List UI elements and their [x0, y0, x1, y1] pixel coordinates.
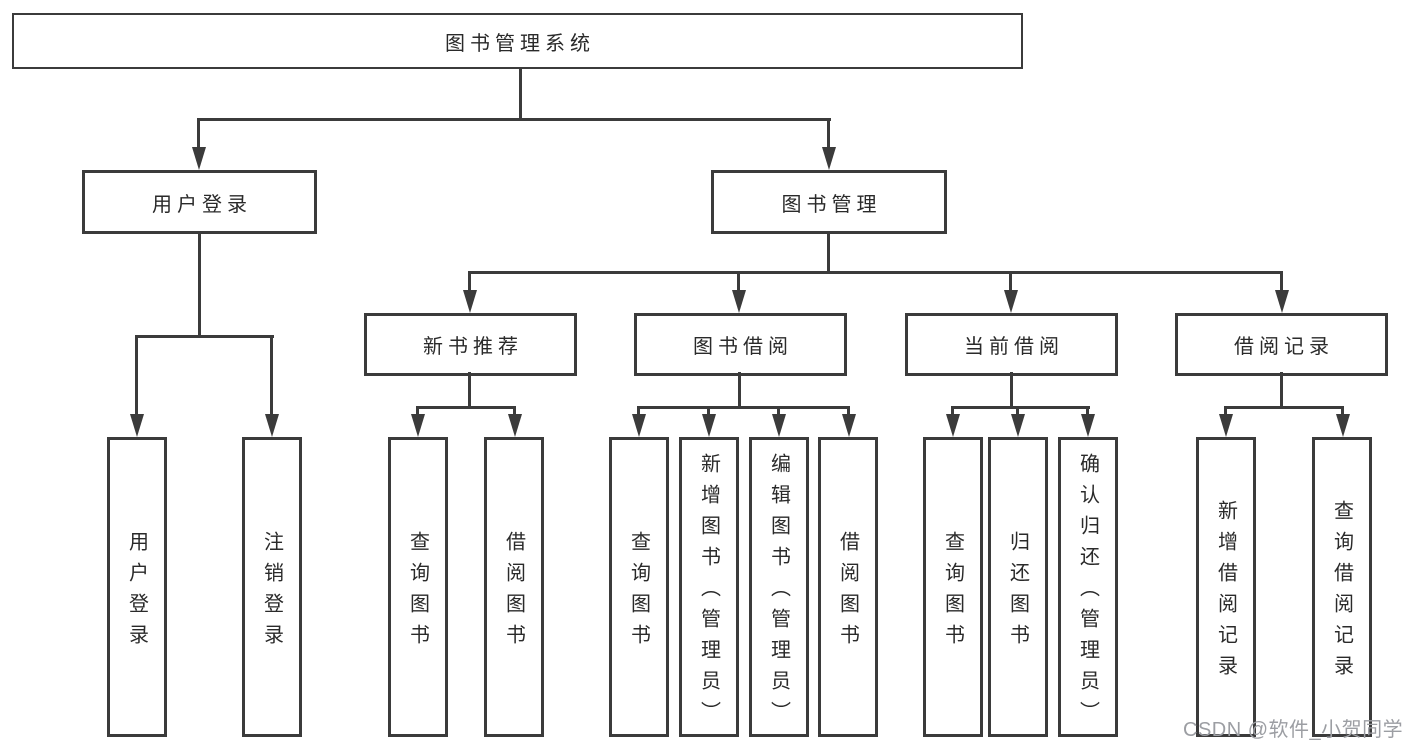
connector-arrow-shaft: [197, 118, 200, 152]
arrow-down-icon: [1275, 290, 1289, 313]
connector-new-book-stem: [468, 372, 471, 409]
arrow-down-icon: [265, 414, 279, 437]
node-user-login: 用户登录: [82, 170, 317, 234]
connector-root-stem: [519, 67, 522, 121]
leaf-logout: 注销登录: [242, 437, 302, 737]
node-borrowing-records: 借阅记录: [1175, 313, 1388, 376]
connector-arrow-shaft: [416, 406, 419, 419]
connector-book-management-stem: [827, 232, 830, 273]
connector-arrow-shaft: [1341, 406, 1344, 419]
connector-arrow-shaft: [827, 118, 830, 152]
leaf-query-books-recommend: 查询图书: [388, 437, 448, 737]
node-current-borrowing: 当前借阅: [905, 313, 1118, 376]
arrow-down-icon: [463, 290, 477, 313]
watermark: CSDN @软件_小贺同学: [1183, 719, 1404, 741]
arrow-down-icon: [508, 414, 522, 437]
connector-root-rail: [197, 118, 831, 121]
arrow-down-icon: [1336, 414, 1350, 437]
connector-arrow-shaft: [468, 271, 471, 295]
leaf-borrow-books-recommend-label: 借阅图书: [502, 530, 525, 655]
node-current-borrowing-label: 当前借阅: [964, 336, 1064, 358]
leaf-add-books-admin-label: 新增图书（管理员）: [697, 453, 720, 732]
leaf-confirm-return-admin: 确认归还（管理员）: [1058, 437, 1118, 737]
arrow-down-icon: [822, 147, 836, 170]
arrow-down-icon: [1081, 414, 1095, 437]
leaf-edit-books-admin: 编辑图书（管理员）: [749, 437, 809, 737]
leaf-borrow-books-borrowing-label: 借阅图书: [836, 530, 859, 655]
node-root: 图书管理系统: [12, 13, 1023, 69]
connector-borrowing-records-stem: [1280, 372, 1283, 409]
arrow-down-icon: [1004, 290, 1018, 313]
leaf-query-borrow-record: 查询借阅记录: [1312, 437, 1372, 737]
node-book-management: 图书管理: [711, 170, 947, 234]
leaf-add-books-admin: 新增图书（管理员）: [679, 437, 739, 737]
node-new-book-recommendation-label: 新书推荐: [423, 336, 523, 358]
connector-arrow-shaft: [707, 406, 710, 419]
arrow-down-icon: [946, 414, 960, 437]
leaf-edit-books-admin-label: 编辑图书（管理员）: [767, 453, 790, 732]
connector-book-borrowing-rail: [637, 406, 850, 409]
node-borrowing-records-label: 借阅记录: [1234, 336, 1334, 358]
leaf-add-borrow-record-label: 新增借阅记录: [1214, 499, 1237, 686]
connector-new-book-rail: [416, 406, 516, 409]
connector-book-borrowing-stem: [738, 372, 741, 409]
connector-arrow-shaft: [737, 271, 740, 295]
arrow-down-icon: [1219, 414, 1233, 437]
connector-current-borrowing-stem: [1010, 372, 1013, 409]
leaf-add-borrow-record: 新增借阅记录: [1196, 437, 1256, 737]
connector-arrow-shaft: [951, 406, 954, 419]
node-user-login-label: 用户登录: [152, 193, 252, 216]
connector-arrow-shaft: [270, 335, 273, 419]
leaf-query-books-current: 查询图书: [923, 437, 983, 737]
node-book-borrowing-label: 图书借阅: [693, 336, 793, 358]
leaf-query-books-current-label: 查询图书: [941, 530, 964, 655]
arrow-down-icon: [702, 414, 716, 437]
leaf-query-books-borrowing: 查询图书: [609, 437, 669, 737]
leaf-borrow-books-recommend: 借阅图书: [484, 437, 544, 737]
leaf-return-books: 归还图书: [988, 437, 1048, 737]
connector-arrow-shaft: [1224, 406, 1227, 419]
connector-arrow-shaft: [1086, 406, 1089, 419]
connector-arrow-shaft: [1280, 271, 1283, 295]
arrow-down-icon: [842, 414, 856, 437]
arrow-down-icon: [192, 147, 206, 170]
leaf-query-borrow-record-label: 查询借阅记录: [1330, 499, 1353, 686]
leaf-user-login: 用户登录: [107, 437, 167, 737]
connector-arrow-shaft: [513, 406, 516, 419]
connector-arrow-shaft: [1009, 271, 1012, 295]
arrow-down-icon: [772, 414, 786, 437]
node-book-borrowing: 图书借阅: [634, 313, 847, 376]
leaf-logout-label: 注销登录: [260, 530, 283, 655]
connector-book-management-rail: [468, 271, 1283, 274]
arrow-down-icon: [732, 290, 746, 313]
leaf-query-books-borrowing-label: 查询图书: [627, 530, 650, 655]
arrow-down-icon: [130, 414, 144, 437]
connector-user-login-stem: [198, 232, 201, 337]
node-new-book-recommendation: 新书推荐: [364, 313, 577, 376]
leaf-query-books-recommend-label: 查询图书: [406, 530, 429, 655]
node-root-label: 图书管理系统: [445, 32, 595, 55]
connector-arrow-shaft: [847, 406, 850, 419]
leaf-return-books-label: 归还图书: [1006, 530, 1029, 655]
connector-arrow-shaft: [637, 406, 640, 419]
arrow-down-icon: [1011, 414, 1025, 437]
connector-arrow-shaft: [135, 335, 138, 419]
connector-borrowing-records-rail: [1224, 406, 1344, 409]
connector-user-login-rail: [135, 335, 274, 338]
leaf-confirm-return-admin-label: 确认归还（管理员）: [1076, 453, 1099, 732]
leaf-user-login-label: 用户登录: [125, 530, 148, 655]
connector-arrow-shaft: [1016, 406, 1019, 419]
arrow-down-icon: [632, 414, 646, 437]
connector-current-borrowing-rail: [951, 406, 1090, 409]
node-book-management-label: 图书管理: [781, 193, 882, 216]
arrow-down-icon: [411, 414, 425, 437]
connector-arrow-shaft: [777, 406, 780, 419]
leaf-borrow-books-borrowing: 借阅图书: [818, 437, 878, 737]
